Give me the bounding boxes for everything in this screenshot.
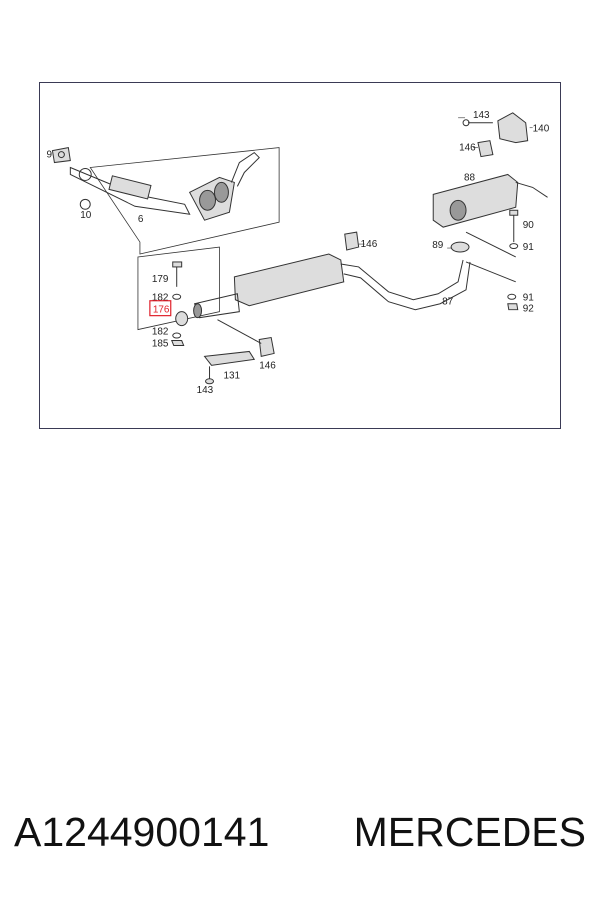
rubber-mount-146-top: [477, 140, 494, 158]
clamp-89: [450, 231, 516, 283]
callout-146-low: 146: [259, 360, 276, 371]
callout-92: 92: [523, 304, 535, 315]
middle-silencer: [193, 253, 471, 319]
callout-87: 87: [442, 297, 454, 308]
callout-182-a: 182: [152, 293, 169, 304]
callout-179: 179: [152, 274, 169, 285]
catalyst-panel: [89, 147, 280, 255]
caption-bar: A1244900141 MERCEDES: [0, 802, 600, 862]
callout-131: 131: [223, 370, 240, 381]
callout-89: 89: [432, 240, 444, 251]
midsection-panel: [137, 246, 220, 331]
callout-88: 88: [464, 172, 476, 183]
bracket-140: [462, 112, 529, 144]
callout-140: 140: [533, 124, 550, 135]
highlight-box: [149, 300, 172, 317]
bolt-179: [171, 261, 189, 346]
callout-9: 9: [46, 150, 52, 161]
callout-91-b: 91: [523, 293, 535, 304]
exploded-parts-diagram: 9 10 6 143 140 146 88 90 89 91 146 179 1…: [39, 82, 561, 429]
callout-146-top: 146: [459, 143, 476, 154]
bolt-90: [509, 209, 519, 250]
callout-146-mid: 146: [361, 239, 378, 250]
gasket-10: [79, 198, 91, 210]
callout-91-a: 91: [523, 242, 535, 253]
callout-6: 6: [138, 214, 144, 225]
callout-185: 185: [152, 338, 169, 349]
washer-nut-91-92: [507, 293, 519, 311]
leader-lines: [358, 117, 533, 249]
bracket-131: [203, 350, 256, 385]
callout-182-b: 182: [152, 327, 169, 338]
callout-90: 90: [523, 220, 535, 231]
front-pipe: [51, 147, 191, 215]
rubber-mount-146-low: [217, 319, 275, 358]
callout-143-top: 143: [473, 110, 490, 121]
part-number: A1244900141: [14, 808, 270, 855]
callout-143-low: 143: [197, 385, 214, 396]
rubber-mount-146-mid: [344, 231, 360, 251]
callout-10: 10: [80, 210, 92, 221]
rear-silencer: [432, 173, 548, 228]
catalytic-converter: [188, 151, 260, 221]
callout-176: 176: [153, 305, 170, 316]
brand-name: MERCEDES: [353, 808, 586, 855]
diagram-canvas: 9 10 6 143 140 146 88 90 89 91 146 179 1…: [46, 110, 550, 396]
